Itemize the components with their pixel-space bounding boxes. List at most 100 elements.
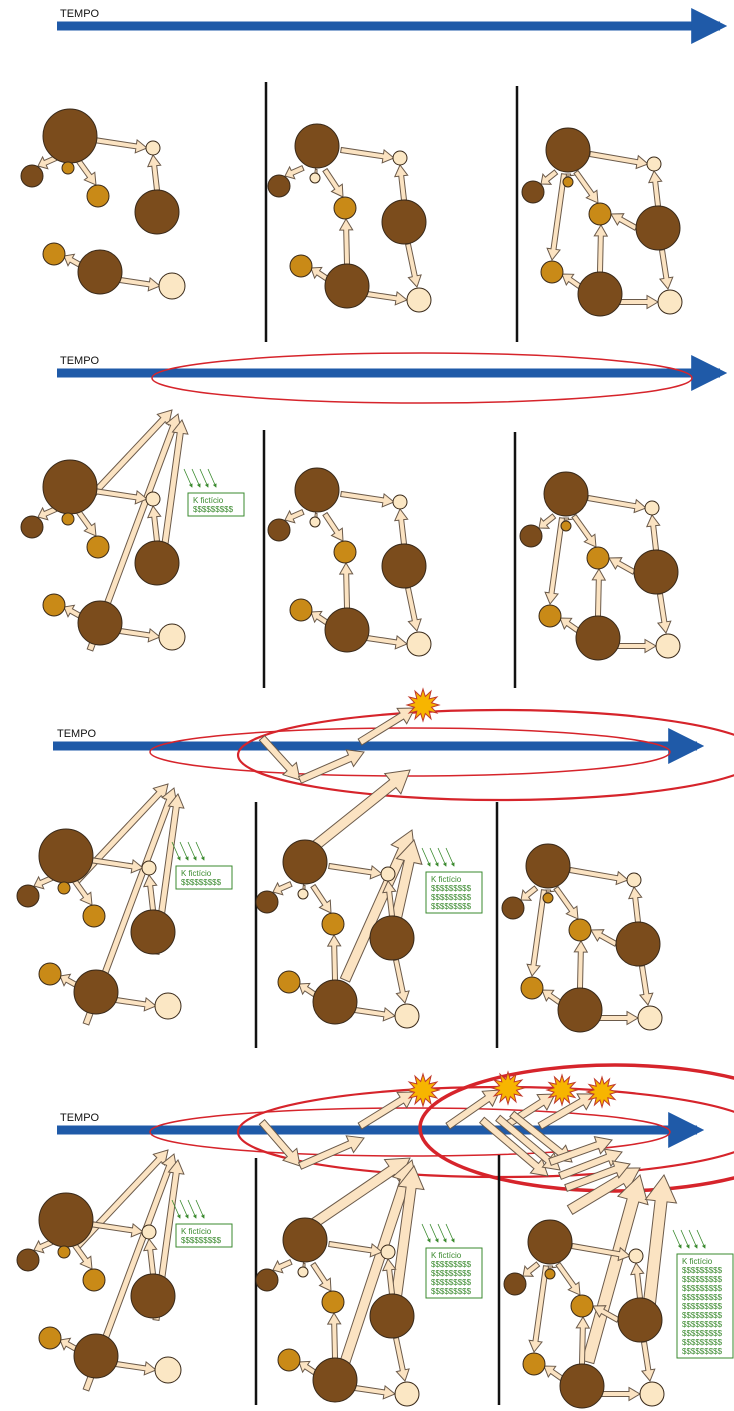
flow-arrow xyxy=(390,839,423,922)
firm-node-small xyxy=(297,888,309,900)
flow-arrow xyxy=(354,1006,396,1022)
flow-arrow xyxy=(619,294,659,310)
firm-node-medium xyxy=(289,598,313,622)
money-arrow xyxy=(437,1223,447,1243)
flow-arrow xyxy=(548,1135,613,1166)
money-arrow xyxy=(187,1199,197,1219)
k-ficticio-title: K fictício xyxy=(682,1257,713,1266)
firm-node-large xyxy=(381,543,427,589)
flow-arrow xyxy=(558,1148,623,1180)
firm-node-large xyxy=(545,127,591,173)
flow-arrow xyxy=(393,164,409,201)
flow-arrow xyxy=(357,1091,416,1130)
k-ficticio-title: K fictício xyxy=(431,875,462,884)
k-ficticio-box xyxy=(175,1223,233,1248)
flow-arrow xyxy=(142,1238,158,1275)
panel-row4-col2: K fictício$$$$$$$$$$$$$$$$$$$$$$$$$$$$$$… xyxy=(255,1157,483,1407)
flow-arrow xyxy=(641,1174,678,1318)
flow-arrow xyxy=(366,634,408,650)
flow-arrow xyxy=(564,1160,631,1192)
flow-arrow xyxy=(146,154,162,191)
firm-node-small xyxy=(655,633,681,659)
flow-arrow xyxy=(284,509,305,524)
firm-node-large xyxy=(312,1357,358,1403)
panel-row3-col3 xyxy=(501,843,663,1033)
flow-arrow xyxy=(405,586,422,632)
flow-arrow xyxy=(33,1239,54,1254)
firm-node-small xyxy=(309,516,321,528)
firm-node-medium xyxy=(522,1352,546,1376)
firm-node-large xyxy=(38,1192,94,1248)
flow-arrow xyxy=(340,490,395,508)
firm-node-large xyxy=(503,1272,527,1296)
firm-node-large xyxy=(617,1297,663,1343)
time-axis-row-1: TEMPO xyxy=(57,8,728,44)
money-line: $$$$$$$$$ xyxy=(193,505,234,514)
firm-node-medium xyxy=(42,242,66,266)
money-line: $$$$$$$$$ xyxy=(431,1260,472,1269)
flow-arrow xyxy=(526,889,548,977)
panel-row3-col1: K fictício$$$$$$$$$ xyxy=(16,783,233,1026)
money-line: $$$$$$$$$ xyxy=(682,1284,723,1293)
firm-node-large xyxy=(324,607,370,653)
firm-node-small xyxy=(406,287,432,313)
firm-node-small xyxy=(145,491,161,507)
money-arrow xyxy=(688,1229,698,1249)
firm-node-medium xyxy=(538,604,562,628)
flow-arrow xyxy=(575,1316,591,1365)
flow-arrow xyxy=(571,513,597,548)
firm-node-large xyxy=(73,1333,119,1379)
flow-arrow xyxy=(297,1135,365,1170)
panel-row1-col1 xyxy=(20,108,186,300)
k-ficticio-box xyxy=(425,871,483,914)
flow-arrow xyxy=(592,1305,620,1323)
flow-arrow xyxy=(520,885,539,901)
money-line: $$$$$$$$$ xyxy=(682,1293,723,1302)
firm-node-large xyxy=(38,828,94,884)
firm-node-medium xyxy=(57,1245,71,1259)
flow-arrow xyxy=(610,213,638,231)
flow-arrow xyxy=(589,150,649,170)
firm-node-large xyxy=(312,979,358,1025)
flow-arrow xyxy=(71,877,93,906)
firm-node-large xyxy=(381,199,427,245)
flow-arrow xyxy=(528,1265,550,1353)
flow-arrow xyxy=(601,1386,641,1402)
firm-node-small xyxy=(154,1356,182,1384)
money-arrow xyxy=(429,847,439,867)
firm-node-large xyxy=(255,890,279,914)
k-ficticio-box xyxy=(175,865,233,890)
firm-node-medium xyxy=(57,881,71,895)
firm-node-medium xyxy=(544,1268,556,1280)
firm-node-small xyxy=(154,992,182,1020)
firm-node-small xyxy=(394,1381,420,1407)
flow-arrow xyxy=(658,249,674,290)
flow-arrow xyxy=(573,940,589,989)
flow-arrow xyxy=(617,638,657,654)
flow-arrow xyxy=(638,965,654,1006)
money-arrow xyxy=(421,847,431,867)
axis-label: TEMPO xyxy=(60,1112,100,1124)
period-dividers xyxy=(254,82,519,1405)
flow-arrow xyxy=(629,1262,645,1299)
firm-node-large xyxy=(20,164,44,188)
firm-node-large xyxy=(42,459,98,515)
firm-node-small xyxy=(392,150,408,166)
flow-arrow xyxy=(338,218,354,265)
money-line: $$$$$$$$$ xyxy=(431,1278,472,1287)
money-arrow xyxy=(171,1199,181,1219)
flow-arrow xyxy=(537,1093,596,1130)
flow-arrow xyxy=(569,866,629,886)
firm-node-large xyxy=(577,271,623,317)
flow-arrow xyxy=(146,505,162,542)
k-ficticio-title: K fictício xyxy=(431,1251,462,1260)
flow-arrow xyxy=(310,1261,332,1292)
money-line: $$$$$$$$$ xyxy=(431,893,472,902)
firm-node-medium xyxy=(520,976,544,1000)
firm-node-medium xyxy=(277,1348,301,1372)
money-arrow xyxy=(179,1199,189,1219)
money-line: $$$$$$$$$ xyxy=(682,1266,723,1275)
money-arrow xyxy=(207,468,217,488)
firm-node-large xyxy=(369,915,415,961)
